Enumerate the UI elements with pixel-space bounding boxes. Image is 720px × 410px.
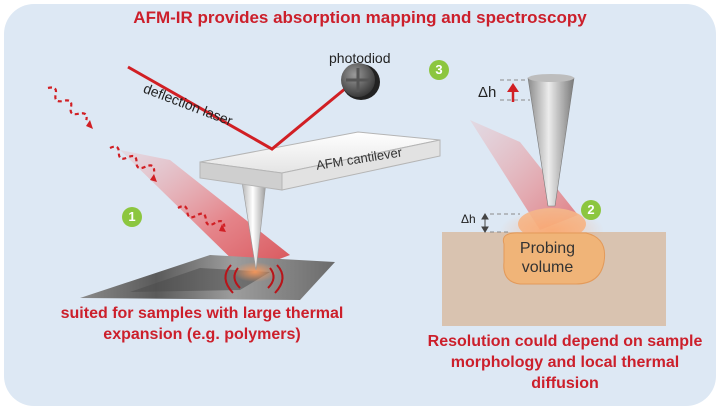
thermal-expansion-arcs [224,264,284,294]
reference-lines [490,79,530,233]
right-caption: Resolution could depend on sample morpho… [427,333,703,392]
photon-arrowhead [150,174,157,182]
photon-arrowhead [219,224,226,232]
photodiode-label: photodiod [329,50,391,66]
step-badge-2: 2 [581,200,601,220]
step-badge-3: 3 [429,60,449,80]
probing-volume-label: Probing volume [519,240,576,276]
page-title: AFM-IR provides absorption mapping and s… [133,8,587,27]
probing-volume [502,232,606,285]
delta-h-small-label: Δh [461,212,476,226]
deflection-laser [127,65,347,151]
photon-arrowhead [86,120,93,129]
delta-h-label: Δh [478,84,497,101]
left-caption: suited for samples with large thermal ex… [60,305,344,343]
photodiode [341,63,380,100]
step-badge-1: 1 [122,207,142,227]
ir-beam [120,150,290,272]
heated-spot [233,262,277,282]
delta-h-arrow [507,83,519,102]
delta-h-bracket [481,213,489,233]
